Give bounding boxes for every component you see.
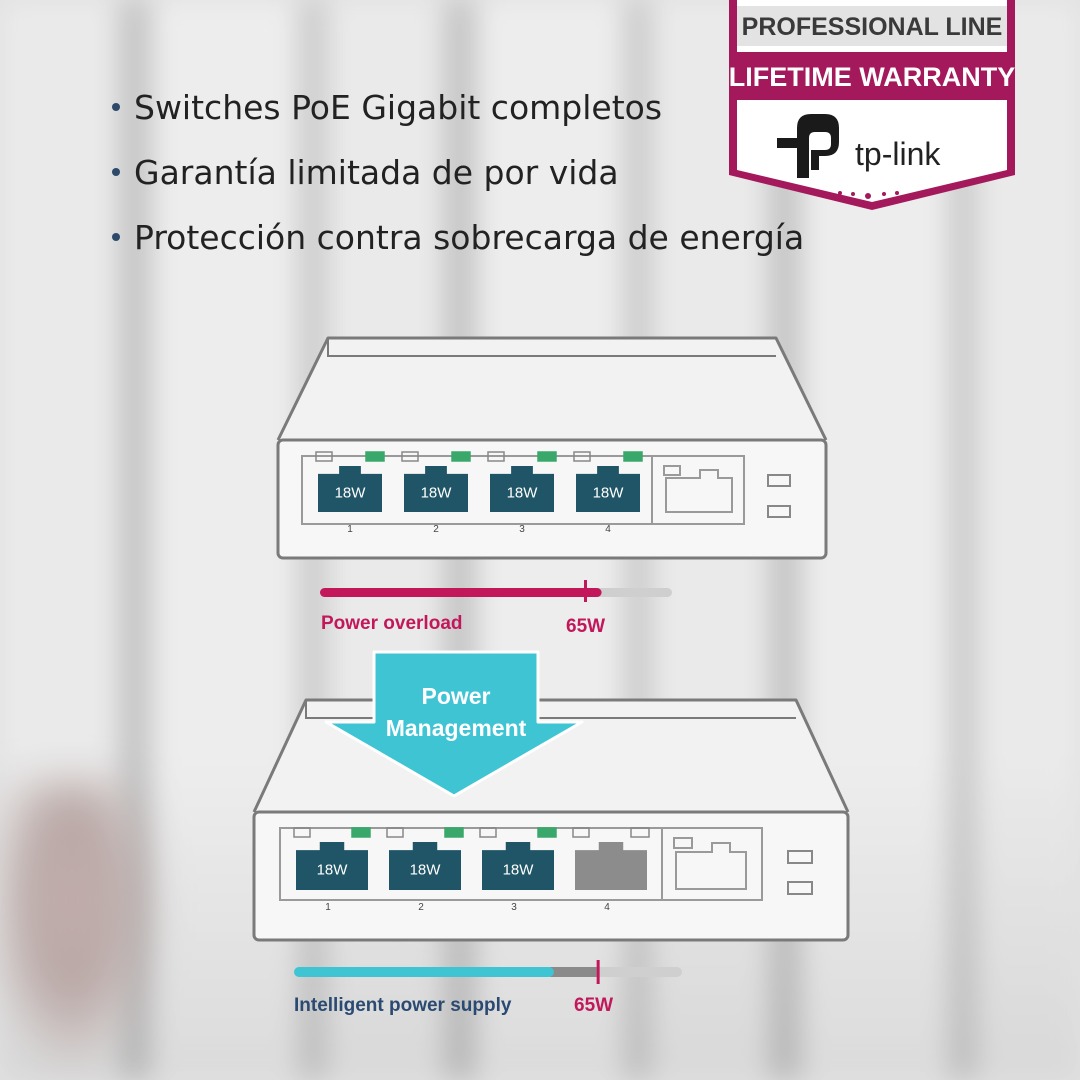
top-switch: 18W 1 18W 2 18W 3 18W 4 — [276, 336, 828, 560]
bullet-icon — [112, 167, 120, 176]
arrow-line2: Management — [386, 715, 527, 741]
port-number: 2 — [418, 902, 424, 913]
power-bar-fill — [320, 588, 602, 597]
port-indicator-icon — [487, 451, 505, 462]
port-number: 3 — [519, 524, 525, 535]
port-power-label: 18W — [421, 484, 453, 501]
feature-item: Switches PoE Gigabit completos — [112, 82, 804, 147]
port-power-label: 18W — [507, 484, 539, 501]
port-indicator-icon — [293, 827, 311, 838]
power-limit-label: 65W — [566, 616, 605, 637]
badge-line2: LIFETIME WARRANTY — [729, 62, 1015, 92]
poe-port: 18W 4 — [573, 451, 643, 535]
status-led-icon — [787, 850, 813, 864]
power-status-label: Power overload — [321, 613, 463, 634]
tp-link-logo-icon — [777, 114, 839, 178]
port-link-led-icon — [630, 827, 650, 838]
port-power-label: 18W — [317, 862, 349, 879]
switch-lid-edge — [305, 700, 796, 719]
feature-item: Garantía limitada de por vida — [112, 147, 804, 212]
rj45-port-icon — [404, 466, 468, 512]
power-bar-fill — [294, 967, 554, 977]
bullet-icon — [112, 102, 120, 111]
blurred-person-background — [0, 780, 160, 1080]
port-indicator-icon — [401, 451, 419, 462]
rj45-port-icon — [482, 842, 554, 890]
port-link-led-icon — [351, 827, 371, 838]
status-led-icon — [787, 881, 813, 895]
rj45-port-icon — [389, 842, 461, 890]
power-management-arrow: Power Management — [324, 650, 584, 798]
poe-port: 18W 2 — [401, 451, 471, 535]
badge-top-band — [737, 6, 1007, 46]
uplink-port-icon — [663, 465, 733, 513]
port-number: 2 — [433, 524, 439, 535]
warranty-badge: PROFESSIONAL LINE LIFETIME WARRANTY tp-l… — [729, 0, 1015, 210]
status-led-icon — [767, 505, 791, 518]
switch-top-lid — [276, 336, 828, 441]
port-power-label: 18W — [335, 484, 367, 501]
port-indicator-icon — [479, 827, 497, 838]
port-number: 4 — [604, 902, 610, 913]
port-indicator-icon — [315, 451, 333, 462]
poe-port: 18W 3 — [487, 451, 557, 535]
power-limit-label: 65W — [574, 995, 613, 1016]
port-indicator-icon — [572, 827, 590, 838]
rj45-port-icon — [296, 842, 368, 890]
bottom-power-meter: Intelligent power supply 65W — [294, 960, 682, 1016]
port-link-led-icon — [623, 451, 643, 462]
port-power-label: 18W — [593, 484, 625, 501]
port-number: 3 — [511, 902, 517, 913]
poe-port: 4 — [572, 827, 650, 913]
status-led-icon — [767, 474, 791, 487]
power-bar-reserve — [549, 967, 597, 977]
bullet-icon — [112, 232, 120, 241]
port-number: 1 — [347, 524, 353, 535]
poe-port: 18W 1 — [293, 827, 371, 913]
top-power-meter: Power overload 65W — [320, 580, 672, 637]
rj45-port-icon — [575, 842, 647, 890]
power-limit-marker — [596, 960, 600, 984]
feature-text: Protección contra sobrecarga de energía — [134, 218, 805, 257]
port-link-led-icon — [451, 451, 471, 462]
badge-stars-icon — [838, 191, 899, 199]
poe-port: 18W 1 — [315, 451, 385, 535]
port-link-led-icon — [444, 827, 464, 838]
feature-text: Switches PoE Gigabit completos — [134, 88, 663, 127]
poe-port: 18W 3 — [479, 827, 557, 913]
port-indicator-icon — [573, 451, 591, 462]
port-number: 4 — [605, 524, 611, 535]
rj45-port-icon — [576, 466, 640, 512]
uplink-port-group — [661, 827, 763, 901]
port-power-label: 18W — [503, 862, 535, 879]
feature-item: Protección contra sobrecarga de energía — [112, 212, 804, 277]
badge-line1: PROFESSIONAL LINE — [742, 13, 1003, 41]
port-link-led-icon — [365, 451, 385, 462]
uplink-port-group — [651, 455, 745, 525]
port-power-label: 18W — [410, 862, 442, 879]
power-limit-marker — [584, 580, 587, 602]
arrow-line1: Power — [421, 683, 490, 709]
feature-text: Garantía limitada de por vida — [134, 153, 619, 192]
port-link-led-icon — [537, 451, 557, 462]
rj45-port-icon — [318, 466, 382, 512]
down-arrow-icon — [324, 650, 584, 798]
port-indicator-icon — [386, 827, 404, 838]
switch-top-lid — [252, 698, 850, 813]
port-number: 1 — [325, 902, 331, 913]
badge-ribbon — [733, 52, 1011, 100]
switch-lid-edge — [327, 338, 776, 357]
feature-list: Switches PoE Gigabit completos Garantía … — [112, 82, 804, 277]
power-status-label: Intelligent power supply — [294, 995, 512, 1016]
rj45-port-icon — [490, 466, 554, 512]
uplink-port-icon — [673, 837, 747, 890]
poe-port: 18W 2 — [386, 827, 464, 913]
port-link-led-icon — [537, 827, 557, 838]
badge-brand: tp-link — [855, 136, 941, 172]
